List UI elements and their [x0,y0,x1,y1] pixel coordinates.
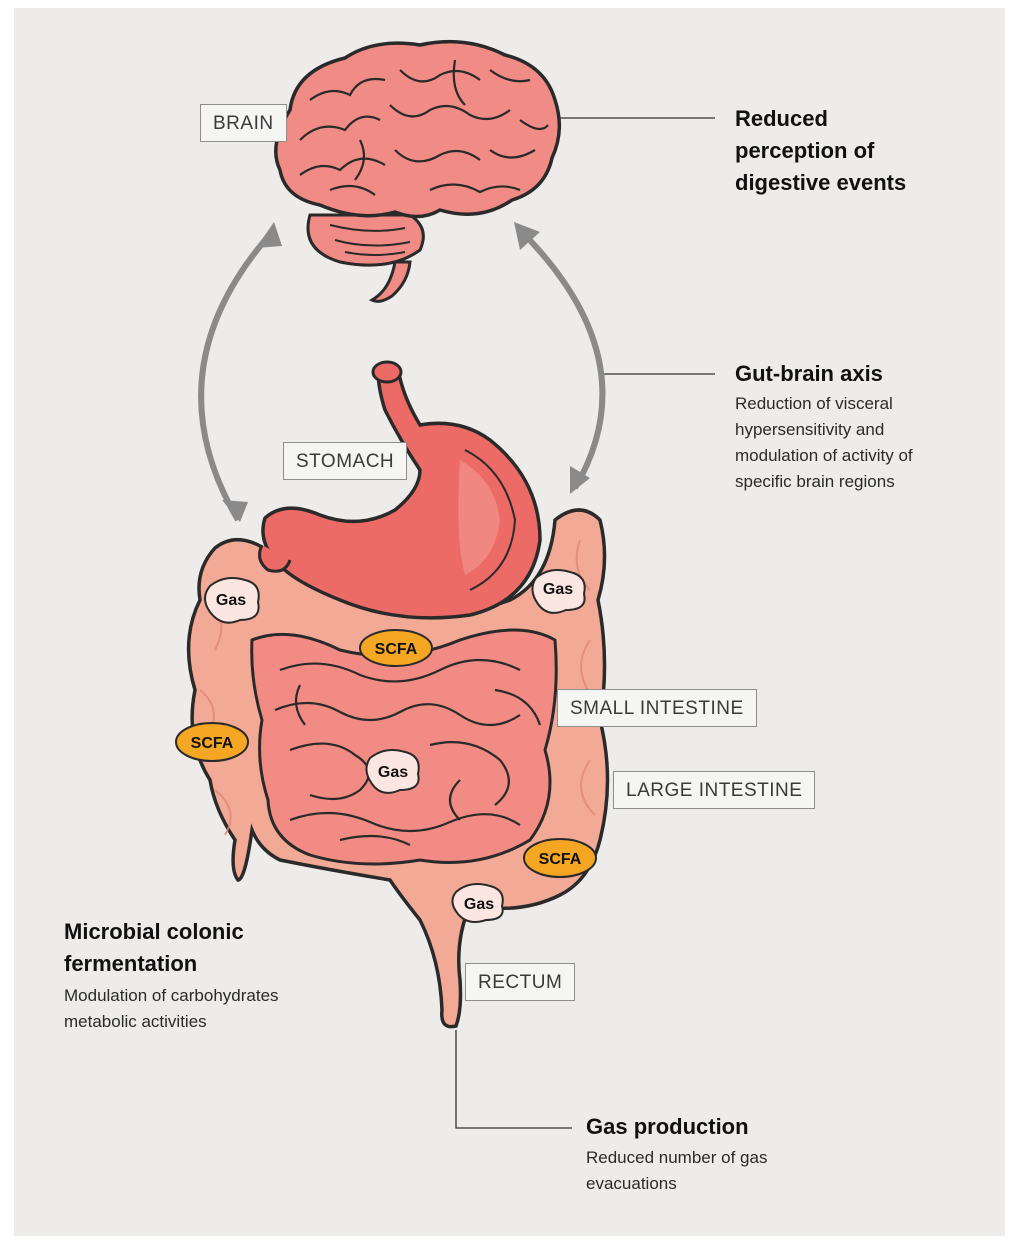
gas-badge-left: Gas [205,578,259,623]
gas-label: Gas [378,764,408,781]
left-arrow-head-top [256,222,282,248]
gas-badge-right: Gas [532,570,584,613]
heading-line: Microbial colonic [64,916,244,948]
large-intestine-label: LARGE INTESTINE [613,771,815,809]
description-line: hypersensitivity and [735,417,913,443]
description-line: evacuations [586,1171,767,1197]
brainstem [372,262,410,301]
right-axis-arrow [520,230,602,488]
cerebellum [308,215,423,265]
rectum-label: RECTUM [465,963,575,1001]
stomach-illustration [260,362,540,618]
gas-label: Gas [543,581,573,598]
brain-effect-heading: Reduced perception of digestive events [735,103,906,199]
gas-badge-center: Gas [366,750,418,793]
heading-line: fermentation [64,948,244,980]
heading-line: Reduced [735,103,906,135]
gas-production-heading: Gas production [586,1111,749,1143]
gas-label: Gas [216,592,246,609]
small-intestine-label: SMALL INTESTINE [557,689,757,727]
scfa-label: SCFA [191,735,234,752]
gut-brain-axis-heading: Gut-brain axis [735,358,883,390]
brain-illustration [276,42,560,302]
scfa-label: SCFA [375,641,418,658]
description-line: Reduced number of gas [586,1145,767,1171]
gas-leader-line [456,1030,572,1128]
scfa-badge-right: SCFA [524,839,596,877]
description-line: Reduction of visceral [735,391,913,417]
fermentation-description: Modulation of carbohydrates metabolic ac… [64,983,279,1035]
gas-production-description: Reduced number of gas evacuations [586,1145,767,1197]
stomach-label: STOMACH [283,442,407,480]
scfa-label: SCFA [539,851,582,868]
scfa-badge-left: SCFA [176,723,248,761]
heading-line: perception of [735,135,906,167]
gut-brain-axis-description: Reduction of visceral hypersensitivity a… [735,391,913,495]
heading-line: digestive events [735,167,906,199]
description-line: metabolic activities [64,1009,279,1035]
fermentation-heading: Microbial colonic fermentation [64,916,244,980]
brain-label: BRAIN [200,104,287,142]
left-axis-arrow [201,232,272,520]
description-line: modulation of activity of [735,443,913,469]
scfa-badge-top: SCFA [360,630,432,666]
gas-badge-bottom: Gas [452,884,502,922]
description-line: specific brain regions [735,469,913,495]
description-line: Modulation of carbohydrates [64,983,279,1009]
gas-label: Gas [464,896,494,913]
